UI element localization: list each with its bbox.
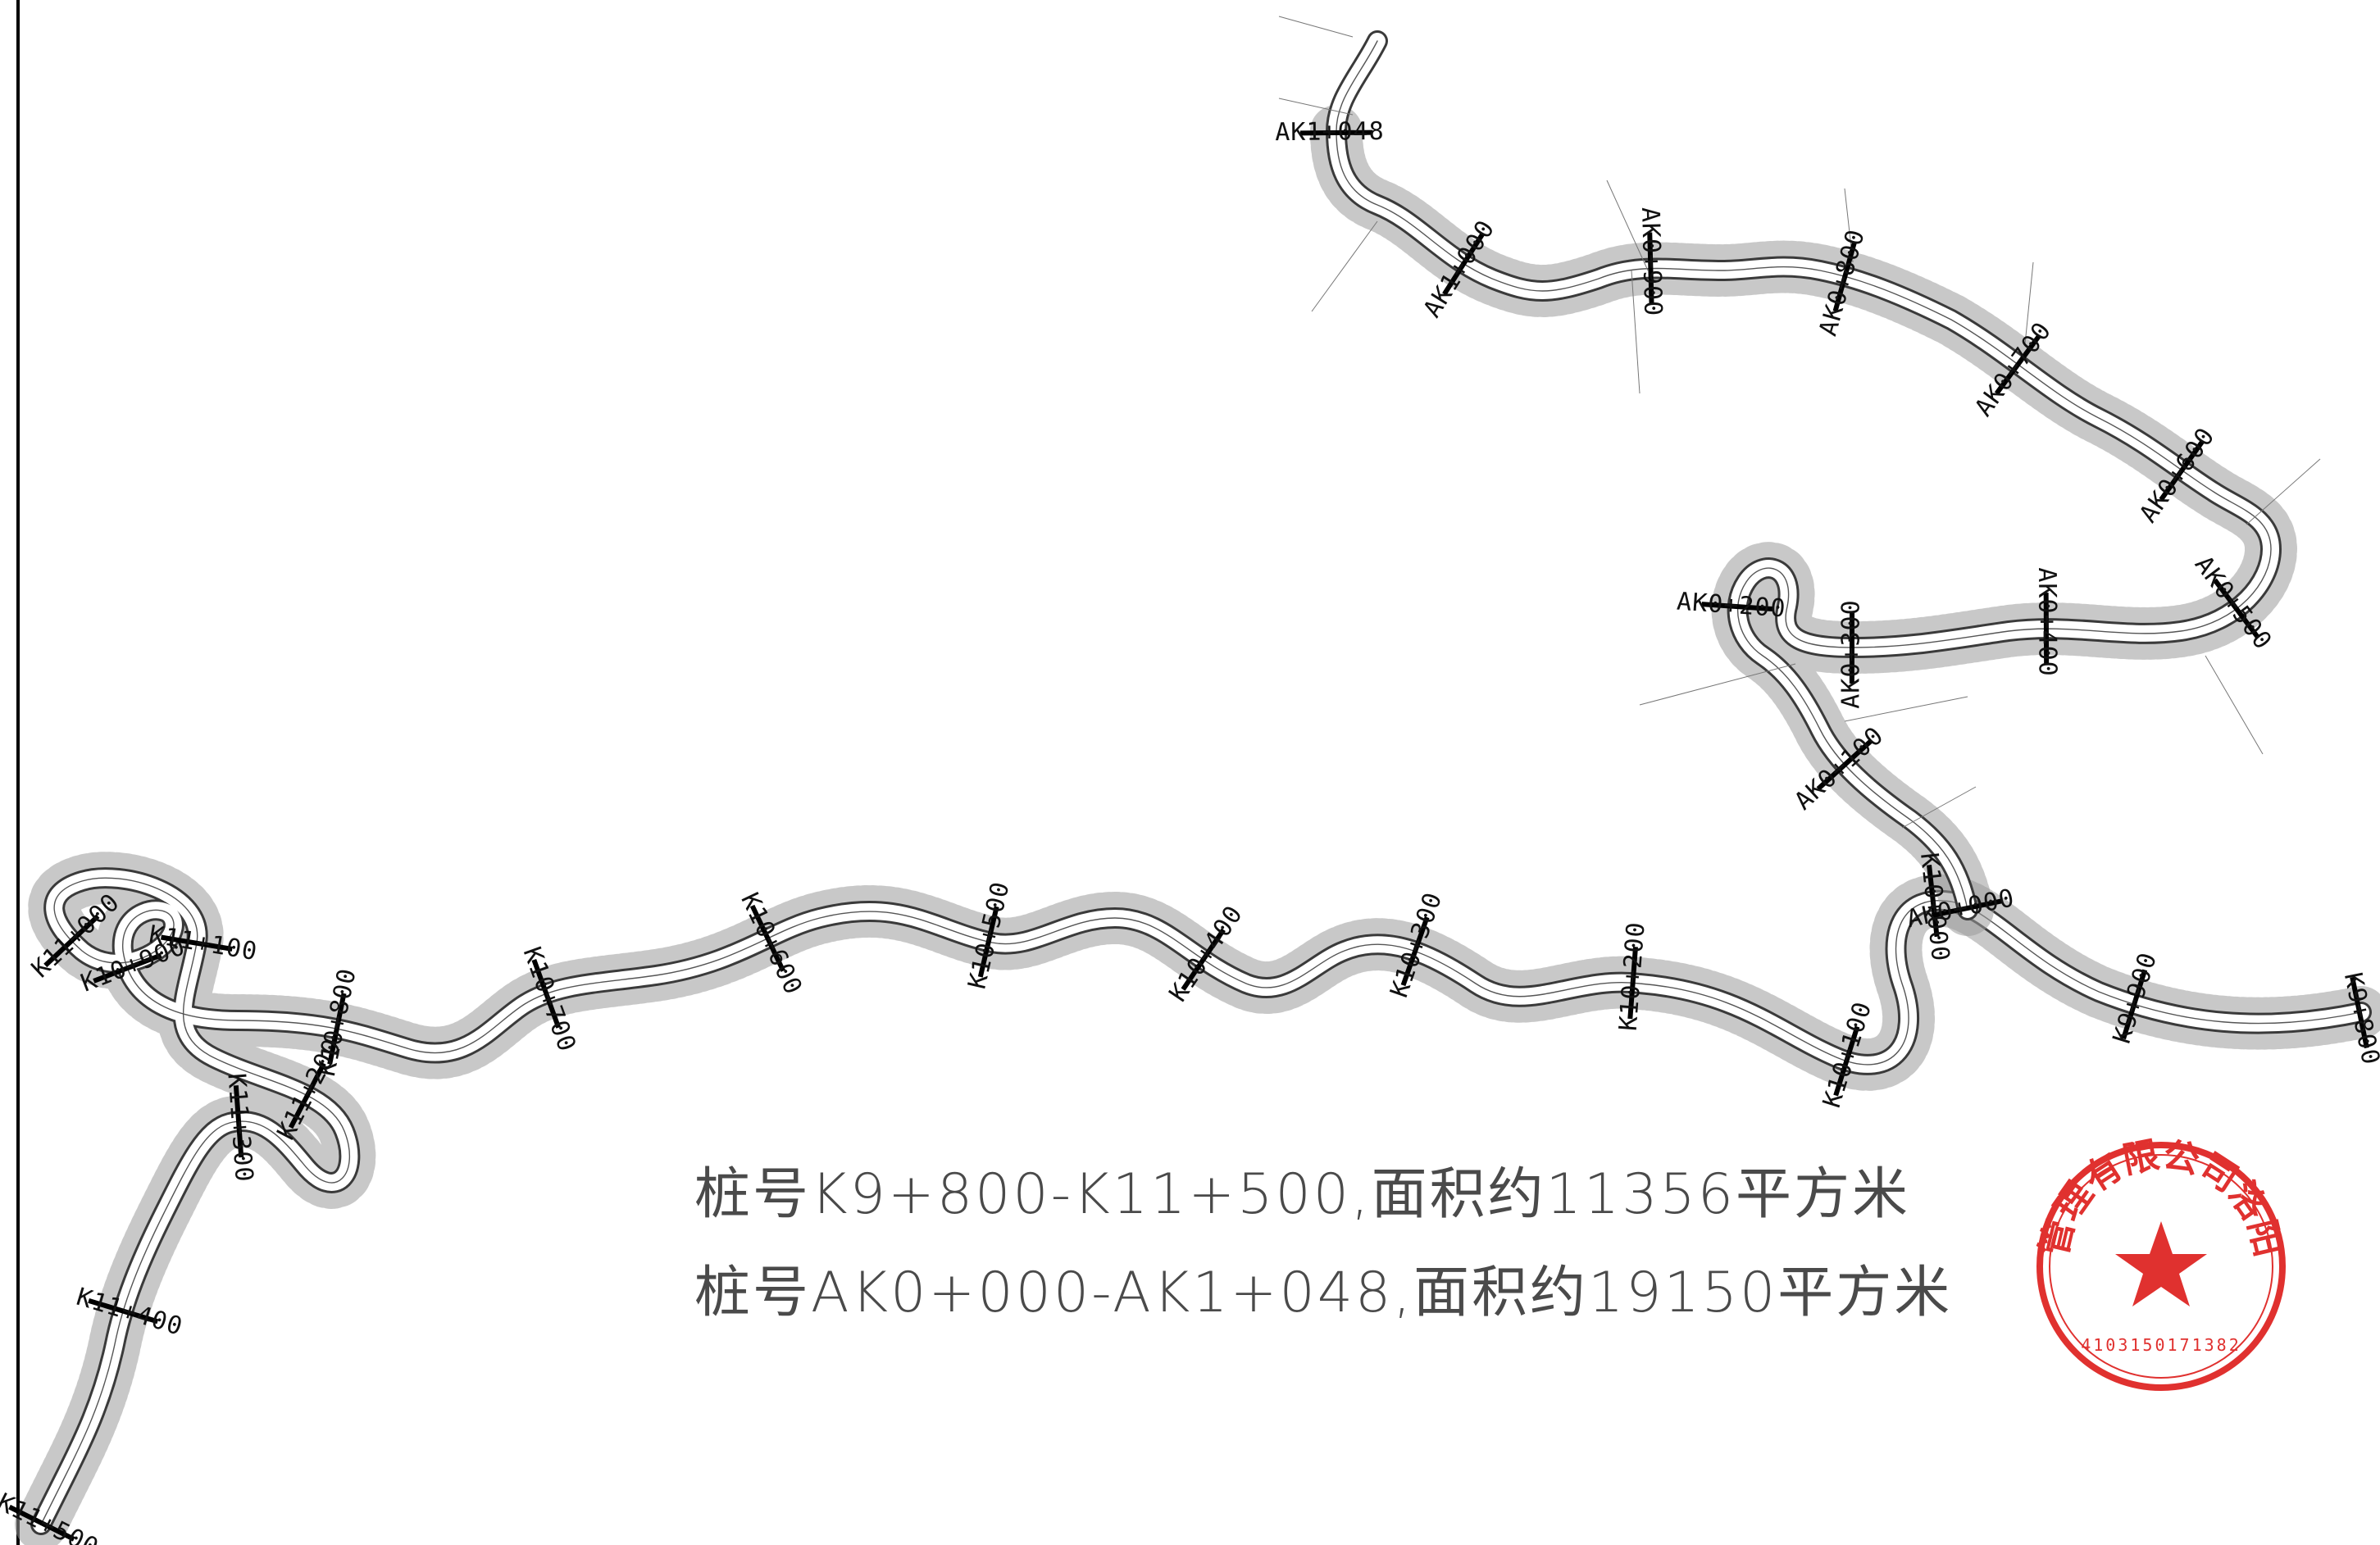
- seal-outer-ring: [2036, 1142, 2286, 1391]
- station-label: AK0+400: [2032, 567, 2062, 677]
- callout-line: [1639, 663, 1796, 706]
- station-tick: [1994, 334, 2041, 395]
- station-tick: [1647, 232, 1654, 305]
- station-tick: [2121, 969, 2148, 1040]
- station-tick: [43, 914, 100, 968]
- station-tick: [2350, 976, 2369, 1049]
- callout-line: [1311, 220, 1378, 312]
- station-tick: [2159, 439, 2205, 502]
- station-tick: [1442, 232, 1486, 296]
- seal-code: 4103150171382: [2081, 1335, 2241, 1355]
- station-tick: [288, 1062, 326, 1129]
- callout-line: [1606, 179, 1649, 271]
- station-tick: [749, 904, 786, 972]
- station-tick: [233, 1085, 244, 1158]
- station-tick: [977, 906, 999, 978]
- station-tick: [1299, 130, 1373, 136]
- station-tick: [1627, 947, 1638, 1020]
- branch-road-surface: [1328, 33, 2279, 918]
- area-note-main: 桩号K9+800-K11+500,面积约11356平方米: [694, 1162, 1910, 1227]
- station-label: AK0+300: [1836, 599, 1865, 708]
- callout-line: [2024, 261, 2034, 345]
- station-tick: [327, 993, 347, 1065]
- station-tick: [160, 934, 233, 952]
- branch-road-centerline: [1336, 40, 2272, 911]
- callout-line: [1844, 696, 1968, 722]
- callout-line: [2246, 458, 2321, 525]
- station-label: K10+200: [1614, 920, 1651, 1032]
- callout-line: [1278, 98, 1354, 116]
- station-tick: [1832, 241, 1858, 312]
- callout-line: [1901, 786, 1977, 829]
- station-markers: K9+800K9+900K10+000K10+100K10+200K10+300…: [0, 117, 2380, 1545]
- area-note-branch: 桩号AK0+000-AK1+048,面积约19150平方米: [694, 1261, 1952, 1325]
- station-label: AK1+048: [1275, 117, 1385, 147]
- seal-inner-ring: [2049, 1154, 2273, 1379]
- station-tick: [88, 1297, 159, 1325]
- station-tick: [1833, 1025, 1860, 1097]
- seal-star-icon: [2115, 1221, 2207, 1306]
- station-tick: [1400, 916, 1430, 987]
- callout-line: [1631, 270, 1641, 394]
- station-tick: [1701, 602, 1774, 612]
- station-tick: [1816, 738, 1873, 791]
- branch-alignment: [1310, 30, 2297, 936]
- main-road-centerline: [40, 877, 2362, 1525]
- station-tick: [1927, 865, 1940, 938]
- station-tick: [1931, 898, 2004, 918]
- station-tick: [8, 1504, 75, 1542]
- main-alignment: [15, 852, 2380, 1545]
- station-tick: [2213, 578, 2260, 639]
- callout-line: [2205, 655, 2264, 755]
- station-tick: [1181, 928, 1226, 991]
- station-tick: [93, 952, 162, 984]
- station-tick: [531, 958, 562, 1029]
- station-label: AK0+900: [1636, 207, 1667, 316]
- branch-road-edge: [1326, 30, 2282, 920]
- callout-line: [1278, 16, 1354, 38]
